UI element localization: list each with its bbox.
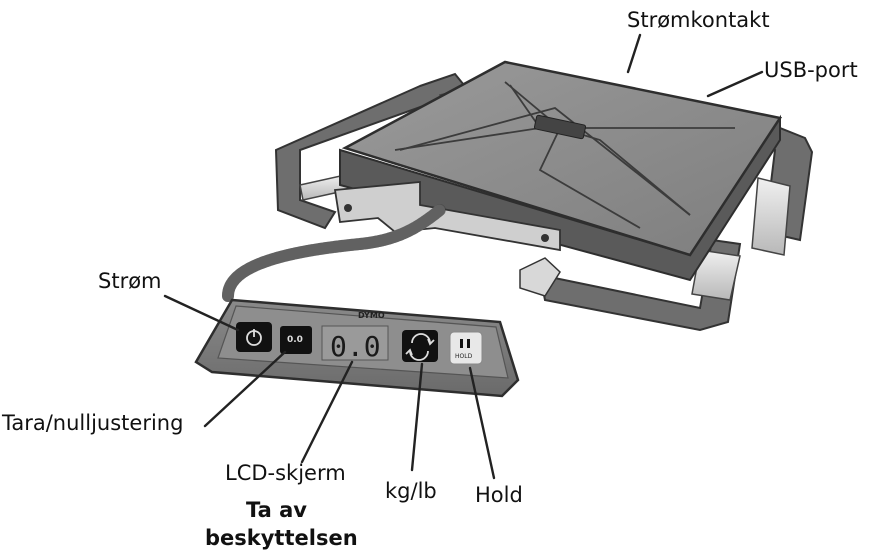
label-tare-zero: Tara/nulljustering [1, 411, 183, 435]
rail-right [751, 177, 791, 256]
label-remove-protection-2: beskyttelsen [205, 526, 358, 550]
leader-kg-lb [410, 362, 424, 472]
coiled-cable [222, 204, 446, 302]
label-lcd-screen: LCD-skjerm [225, 461, 346, 485]
corner-foot [519, 257, 561, 297]
pause-icon [467, 339, 470, 348]
mounting-bracket [333, 181, 561, 252]
leader-usb-port [706, 70, 764, 98]
panel-brand: DYMO [358, 311, 385, 320]
label-hold: Hold [475, 483, 523, 507]
leader-lines [163, 33, 764, 480]
brand-plate [533, 114, 587, 140]
label-kg-lb: kg/lb [385, 479, 437, 503]
handle-back-left [274, 72, 470, 230]
screw [541, 234, 549, 242]
coiled-cable-shadow [222, 204, 446, 302]
leader-power [163, 294, 240, 332]
lcd-display [321, 325, 389, 361]
leader-tare [203, 350, 287, 428]
hold-button[interactable] [449, 331, 483, 365]
label-remove-protection-1: Ta av [246, 498, 307, 522]
leader-hold [468, 366, 496, 480]
rail-front [691, 249, 741, 301]
screw [344, 204, 352, 212]
label-power-connector: Strømkontakt [627, 8, 770, 32]
platform-top [341, 60, 783, 257]
leader-lcd [300, 360, 354, 464]
label-usb-port: USB-port [764, 58, 858, 82]
hold-button-text: HOLD [455, 353, 473, 360]
lcd-digits: 0.0 [330, 330, 381, 363]
leader-power-connector [626, 33, 642, 74]
control-panel: DYMO 0.0 0.0 HOLD [194, 298, 520, 398]
label-power: Strøm [98, 269, 162, 293]
unit-switch-icon [405, 333, 435, 361]
tare-button-text: 0.0 [287, 335, 303, 345]
pause-icon [460, 339, 463, 348]
tare-button[interactable] [280, 326, 312, 354]
scale-platform [274, 60, 814, 332]
